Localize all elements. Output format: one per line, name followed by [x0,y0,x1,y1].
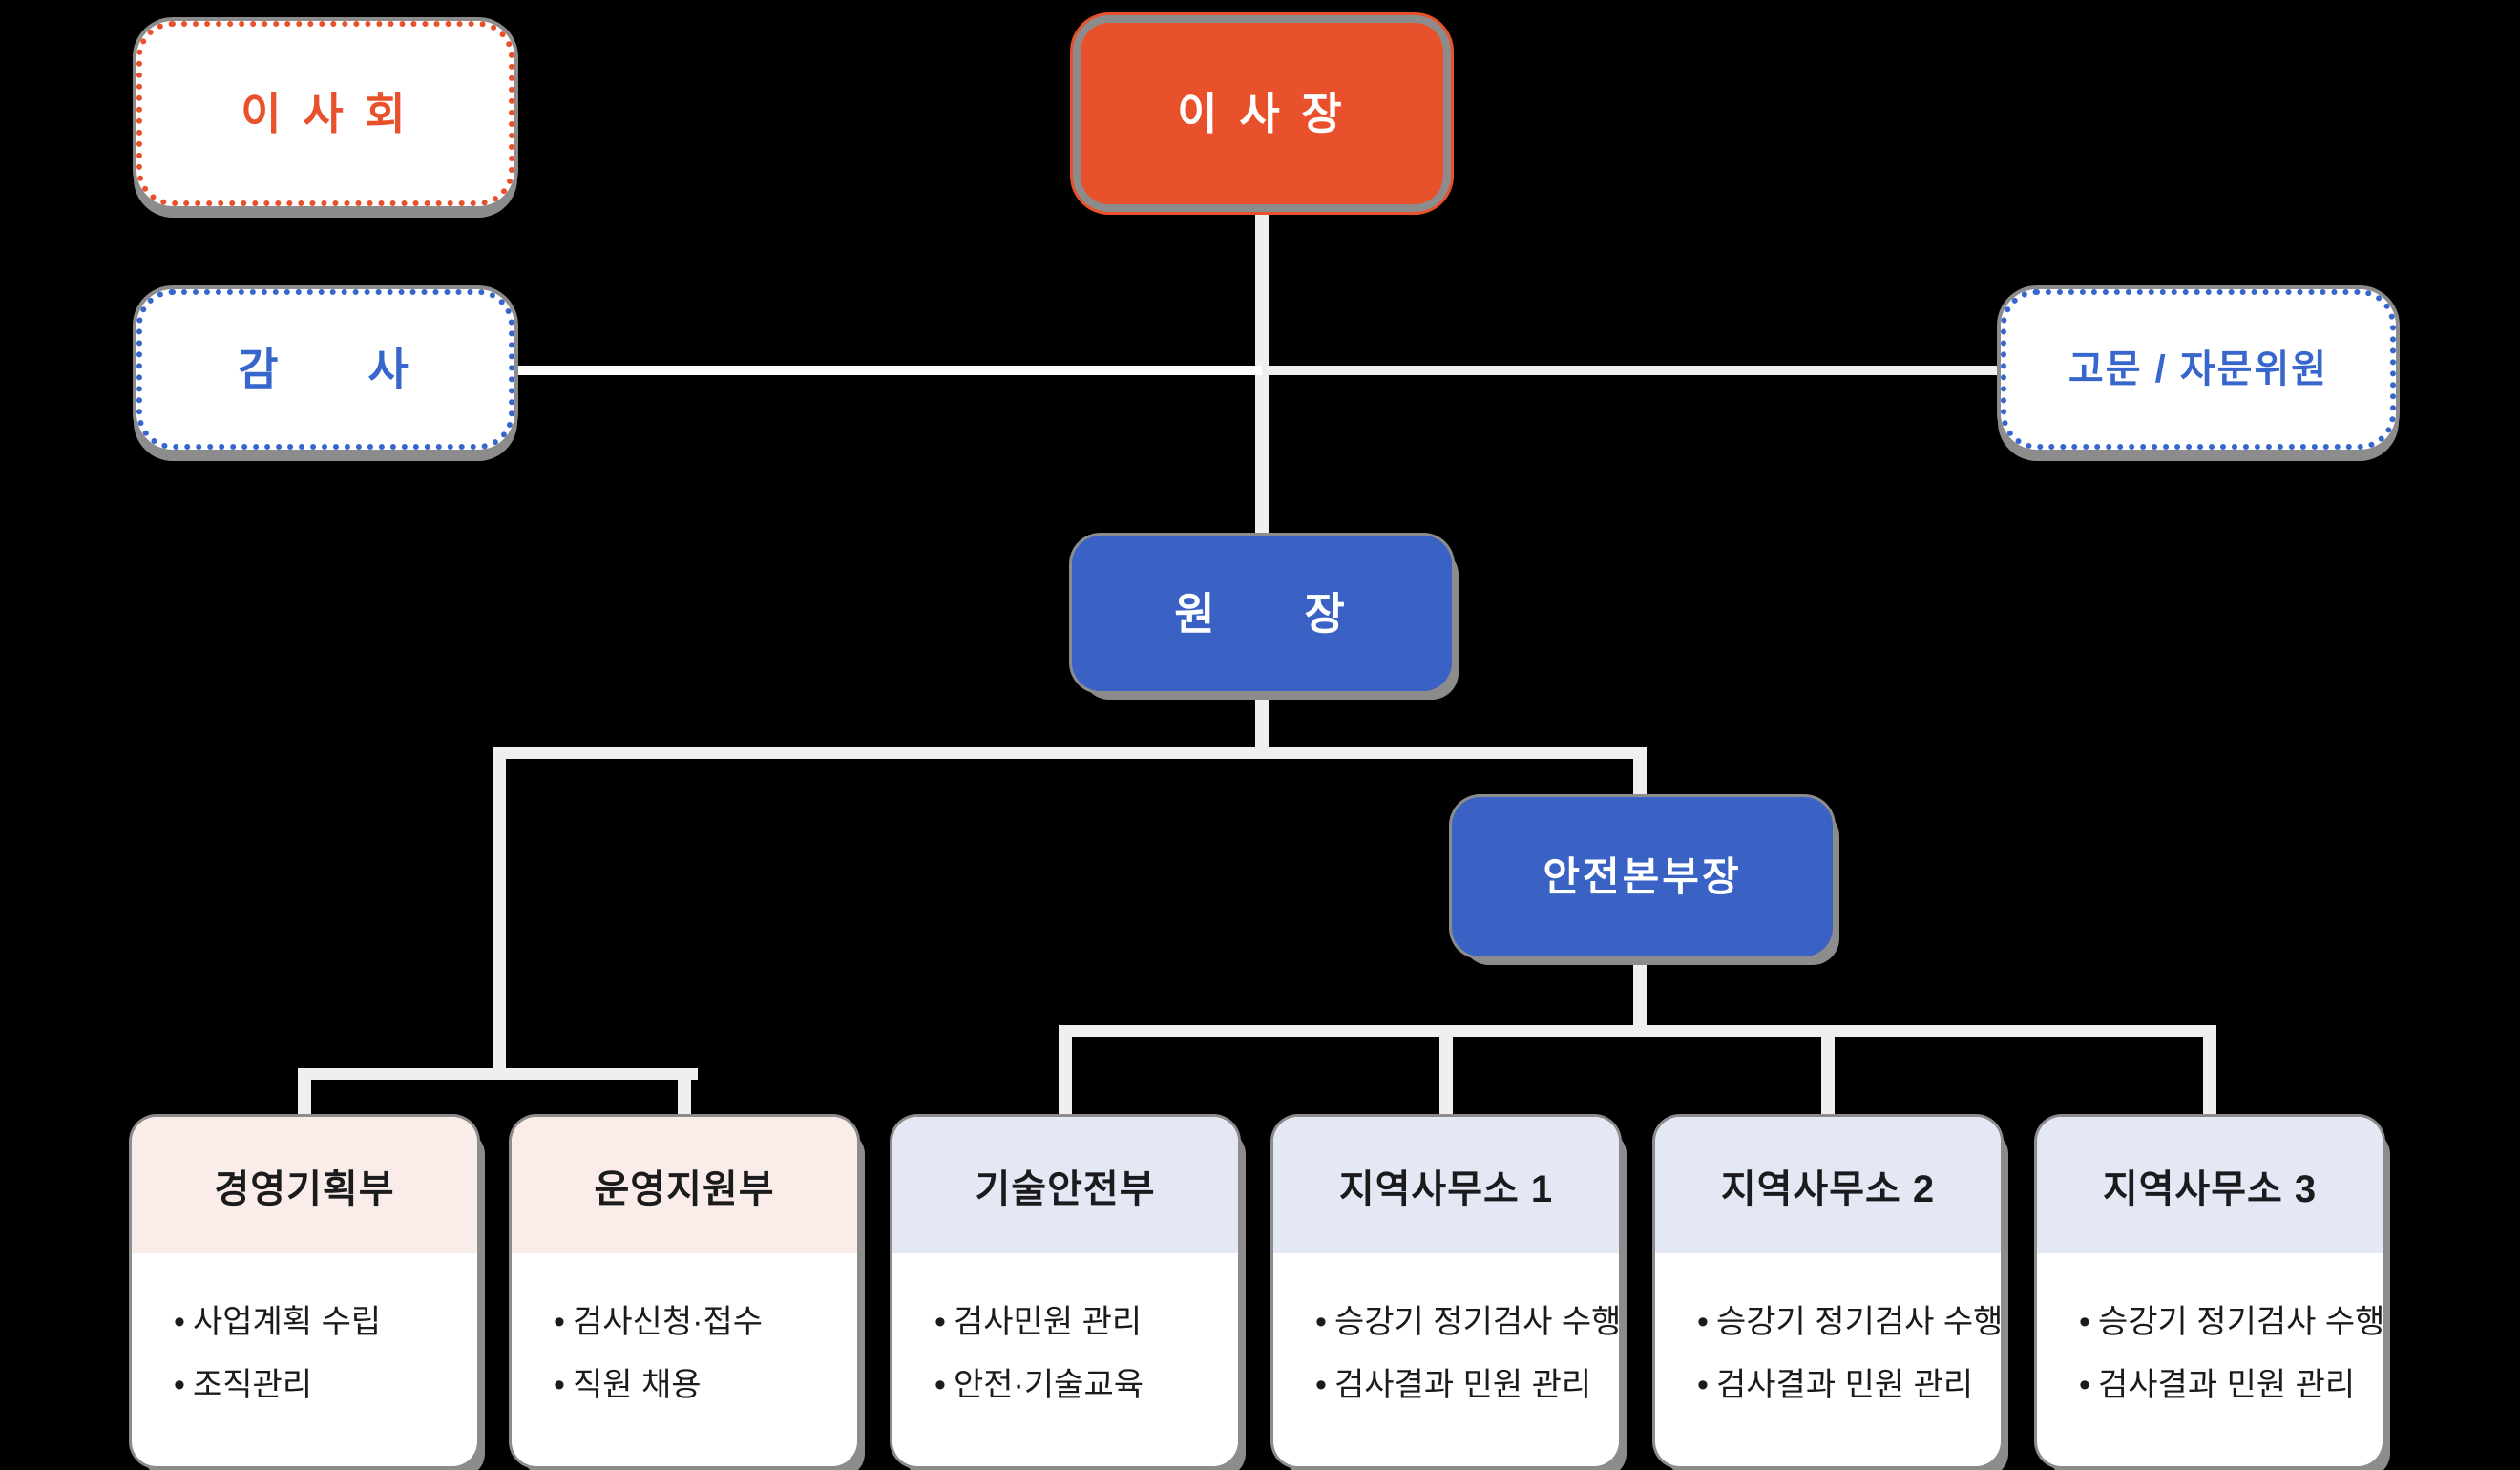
dept-duties: 승강기 정기검사 수행 검사결과 민원 관리 [2037,1253,2383,1403]
stub-management-planning [298,1068,311,1122]
duty-item: 안전·기술교육 [934,1367,1221,1403]
connector-branch-safety-hq [1633,747,1647,801]
dept-duties: 사업계획 수립 조직관리 [132,1253,477,1403]
dept-card-regional-office-3: 지역사무소 3 승강기 정기검사 수행 검사결과 민원 관리 [2037,1117,2383,1466]
dept-title: 경영기획부 [214,1167,395,1210]
duty-item: 직원 채용 [554,1367,840,1403]
dept-header: 지역사무소 3 [2037,1117,2383,1253]
node-chairman: 이 사 장 [1081,23,1443,204]
node-safety-hq: 안전본부장 [1452,797,1833,956]
node-auditor: 감 사 [136,289,514,450]
dept-title: 기술안전부 [975,1167,1156,1210]
stub-technical-safety [1059,1025,1072,1121]
dept-title: 운영지원부 [594,1167,775,1210]
dept-duties: 검사신청·접수 직원 채용 [512,1253,857,1403]
stub-regional-office-2 [1821,1025,1835,1121]
node-label: 이 사 장 [1177,89,1347,138]
branch-bar-director [493,747,1647,759]
dept-card-regional-office-1: 지역사무소 1 승강기 정기검사 수행 검사결과 민원 관리 [1273,1117,1619,1466]
duty-item: 조직관리 [174,1367,460,1403]
branch-left-vertical [493,747,506,1080]
node-label: 고문 / 자문위원 [2068,348,2329,390]
node-label: 감 사 [238,345,413,394]
branch-bar-left [298,1068,698,1080]
connector-auditor-left [501,366,1262,375]
dept-card-regional-office-2: 지역사무소 2 승강기 정기검사 수행 검사결과 민원 관리 [1655,1117,2001,1466]
dept-title: 지역사무소 2 [1720,1167,1936,1210]
dept-card-operations-support: 운영지원부 검사신청·접수 직원 채용 [512,1117,857,1466]
connector-director-branch [1255,687,1269,752]
dept-header: 지역사무소 1 [1273,1117,1619,1253]
branch-bar-safety [1059,1025,2216,1037]
dept-card-technical-safety: 기술안전부 검사민원 관리 안전·기술교육 [892,1117,1238,1466]
duty-item: 검사결과 민원 관리 [2079,1367,2365,1403]
node-label: 안전본부장 [1543,853,1742,899]
stub-operations-support [678,1068,691,1122]
dept-duties: 승강기 정기검사 수행 검사결과 민원 관리 [1273,1253,1619,1403]
dept-header: 운영지원부 [512,1117,857,1253]
dept-header: 경영기획부 [132,1117,477,1253]
node-label: 이 사 회 [241,89,410,138]
node-board: 이 사 회 [136,21,514,206]
node-director: 원 장 [1072,536,1452,691]
duty-item: 승강기 정기검사 수행 [1315,1304,1619,1340]
duty-item: 승강기 정기검사 수행 [2079,1304,2383,1340]
duty-item: 검사민원 관리 [934,1304,1221,1340]
duty-item: 검사결과 민원 관리 [1697,1367,1984,1403]
dept-title: 지역사무소 3 [2102,1167,2318,1210]
dept-title: 지역사무소 1 [1338,1167,1554,1210]
node-advisor: 고문 / 자문위원 [2001,289,2396,450]
duty-item: 검사결과 민원 관리 [1315,1367,1602,1403]
dept-header: 지역사무소 2 [1655,1117,2001,1253]
dept-duties: 검사민원 관리 안전·기술교육 [892,1253,1238,1403]
stub-regional-office-3 [2203,1025,2216,1121]
connector-advisor-right [1262,366,2014,375]
stub-regional-office-1 [1439,1025,1453,1121]
dept-duties: 승강기 정기검사 수행 검사결과 민원 관리 [1655,1253,2001,1403]
dept-card-management-planning: 경영기획부 사업계획 수립 조직관리 [132,1117,477,1466]
dept-header: 기술안전부 [892,1117,1238,1253]
duty-item: 사업계획 수립 [174,1304,460,1340]
duty-item: 승강기 정기검사 수행 [1697,1304,2001,1340]
node-label: 원 장 [1174,588,1350,639]
connector-safety-hq-down [1633,953,1647,1037]
duty-item: 검사신청·접수 [554,1304,840,1340]
